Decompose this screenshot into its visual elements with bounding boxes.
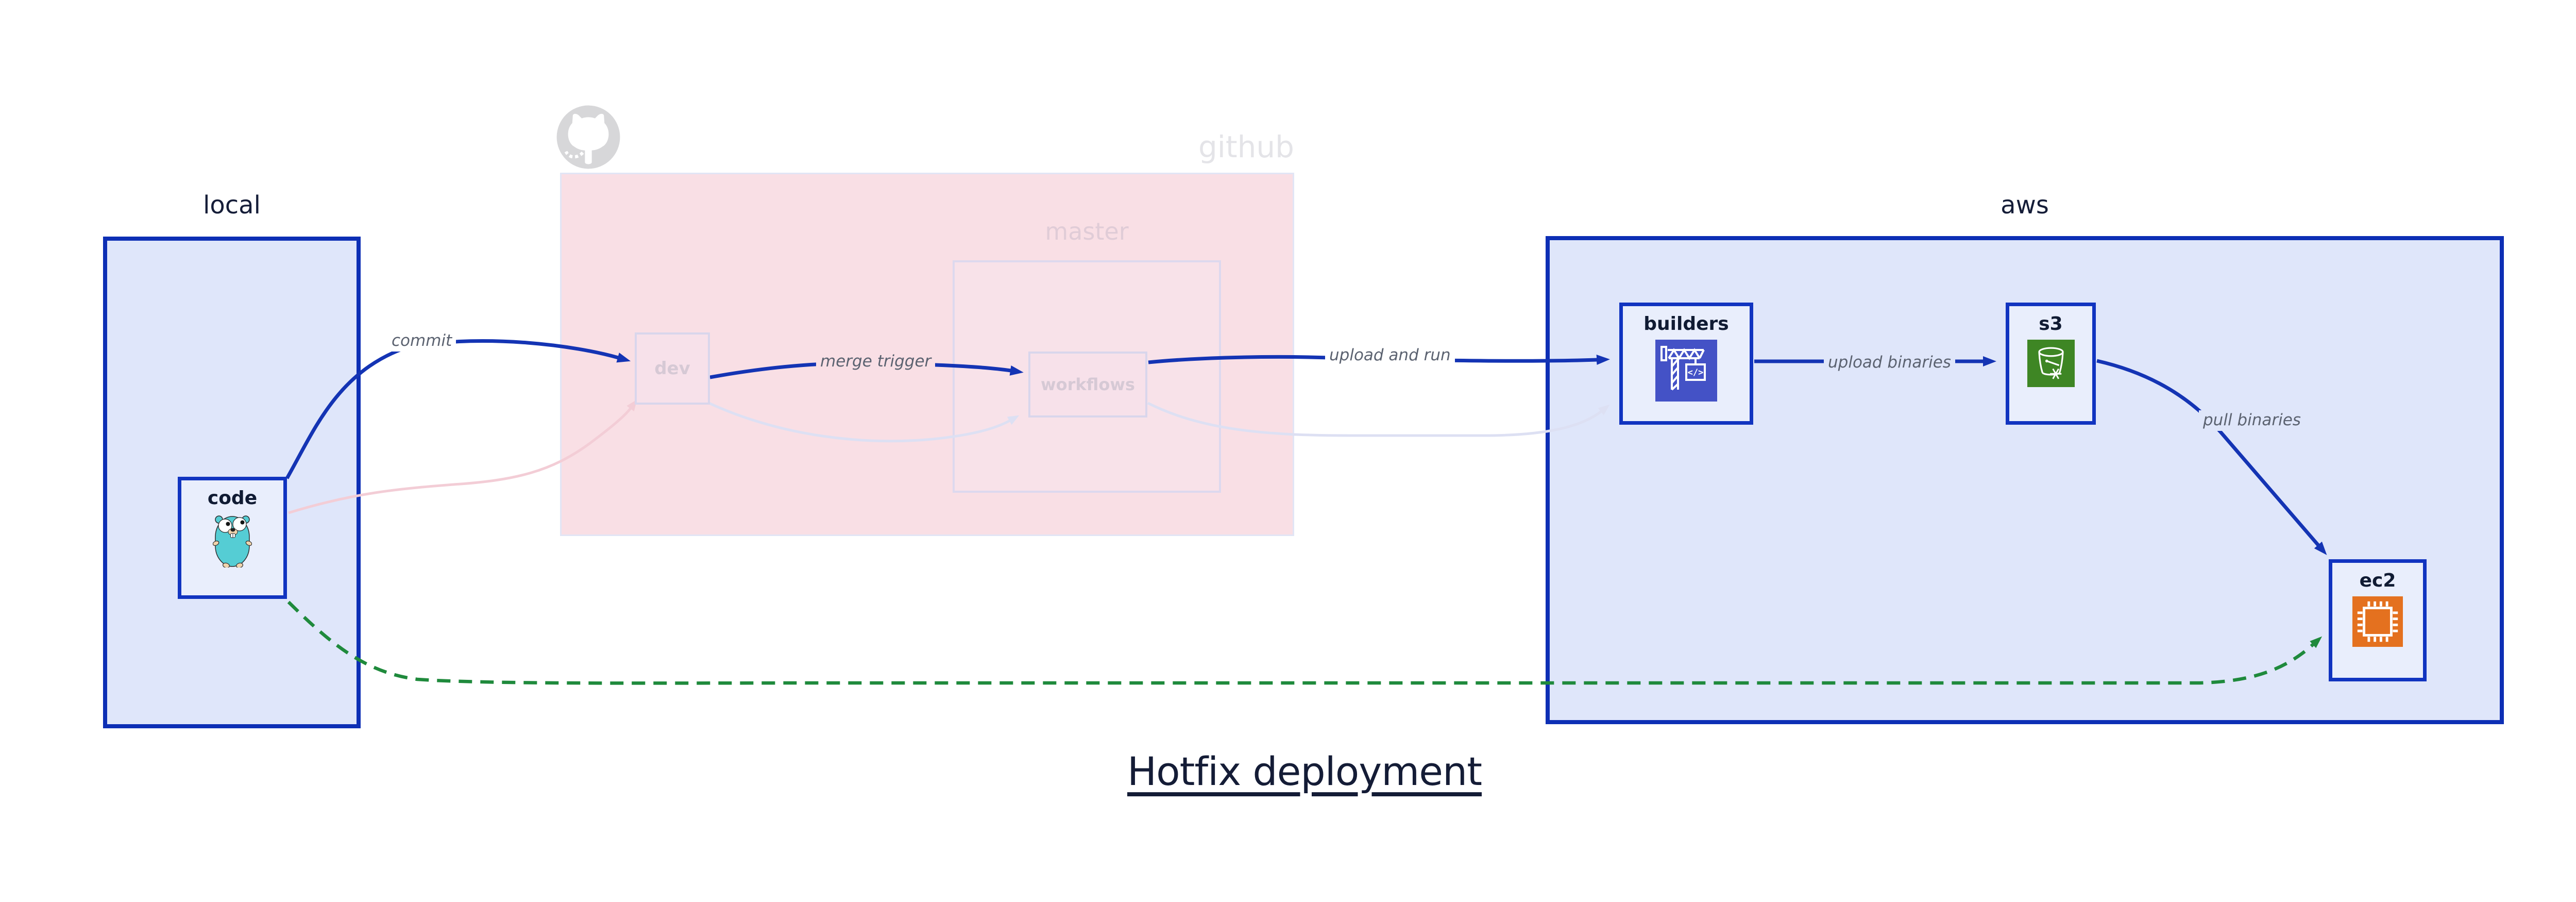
node-dev-label: dev [654, 358, 690, 379]
node-s3: s3 [2006, 303, 2096, 425]
node-code: code [178, 477, 287, 599]
svg-text:</>: </> [1688, 368, 1704, 378]
node-builders: builders </> [1619, 303, 1753, 425]
codebuild-crane-icon: </> [1655, 340, 1717, 402]
node-s3-label: s3 [2039, 313, 2063, 335]
ec2-chip-icon [2352, 596, 2403, 647]
github-octocat-icon [556, 105, 620, 169]
node-ec2: ec2 [2329, 559, 2427, 681]
edge-label-pull-binaries: pull binaries [2199, 410, 2305, 431]
group-aws-label: aws [2001, 191, 2049, 220]
diagram-title: Hotfix deployment [1127, 748, 1482, 794]
s3-bucket-icon [2027, 340, 2075, 387]
node-workflows-label: workflows [1041, 375, 1135, 394]
node-ec2-label: ec2 [2359, 570, 2396, 591]
edge-label-merge-trigger: merge trigger [816, 352, 936, 372]
node-builders-label: builders [1643, 313, 1729, 335]
go-gopher-icon [213, 515, 252, 567]
group-github-label: github [1198, 129, 1294, 164]
edge-label-upload-and-run: upload and run [1325, 345, 1455, 366]
group-master-label: master [1045, 218, 1129, 245]
node-code-label: code [207, 488, 258, 509]
node-dev: dev [635, 332, 710, 405]
group-local-label: local [203, 191, 261, 220]
edge-label-commit: commit [387, 331, 456, 352]
node-workflows: workflows [1028, 352, 1147, 417]
edge-label-upload-binaries: upload binaries [1824, 353, 1955, 373]
